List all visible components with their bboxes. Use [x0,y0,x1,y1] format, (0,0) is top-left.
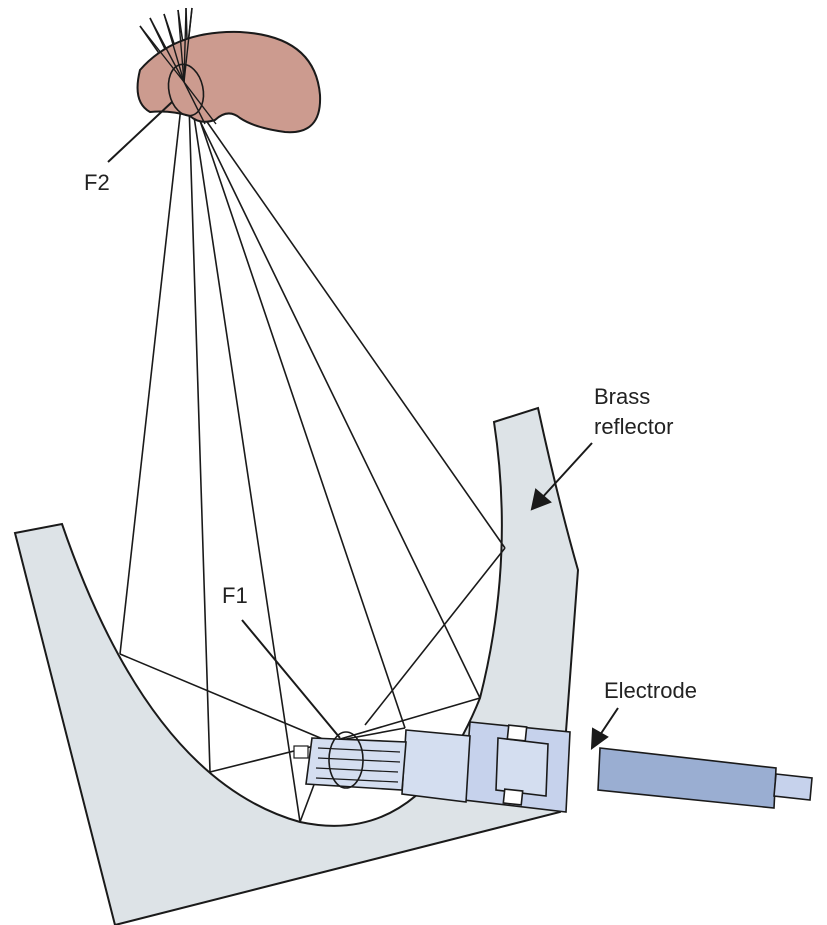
brass-reflector-label-line1: Brass [594,384,650,409]
electrode-notch-top [506,724,528,742]
leader-lines [107,101,619,751]
electrode-wire [317,747,401,753]
brass-reflector [13,406,580,925]
shock-wave-rays [119,7,506,823]
brass-reflector-label-line2: reflector [594,414,673,439]
f2-focal-zone [167,63,205,117]
kidney-rays-overlay [139,7,217,125]
electrode-shaft [597,747,777,809]
reflector-arrow-line [539,442,593,501]
f2-leader-line [107,101,173,163]
electrode-arrow-head [590,727,609,751]
electrode-wire [317,757,401,763]
electrode-notch-bottom [502,788,524,806]
electrode-tip [773,773,813,801]
f1-focal-zone [328,731,364,789]
f2-label: F2 [84,170,110,195]
f1-label: F1 [222,583,248,608]
electrode-housing-inner [495,737,549,797]
reflector-arrow-head [530,488,552,511]
kidney [136,30,322,134]
electrode-spark-gap [293,745,309,759]
electrode-barrel [401,729,471,803]
electrode-assembly [293,721,813,813]
f1-leader-line [241,619,341,739]
electrode-label: Electrode [604,678,697,703]
